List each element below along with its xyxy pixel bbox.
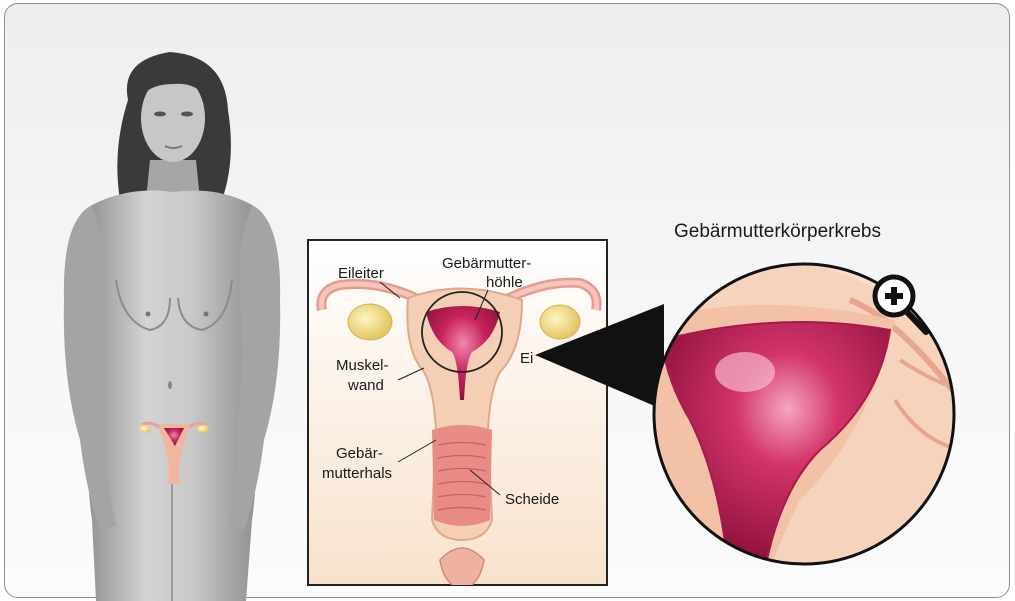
label-muskel-line2: wand [347,377,384,394]
label-hals-line1: Gebär- [336,445,383,462]
magnified-view [650,260,960,570]
label-hoehle-line1: Gebärmutter- [442,255,531,272]
inset-diagram: Eileiter Gebärmutter- höhle Muskel- wand… [308,240,607,590]
label-eierstock-partial: Ei [520,350,533,367]
label-hoehle-line2: höhle [486,274,523,291]
label-eileiter: Eileiter [338,265,384,282]
label-hals-line2: mutterhals [322,465,392,482]
label-scheide: Scheide [505,491,559,508]
figure [64,52,280,601]
label-muskel-line1: Muskel- [336,357,389,374]
diagram-title: Gebärmutterkörperkrebs [674,221,881,242]
